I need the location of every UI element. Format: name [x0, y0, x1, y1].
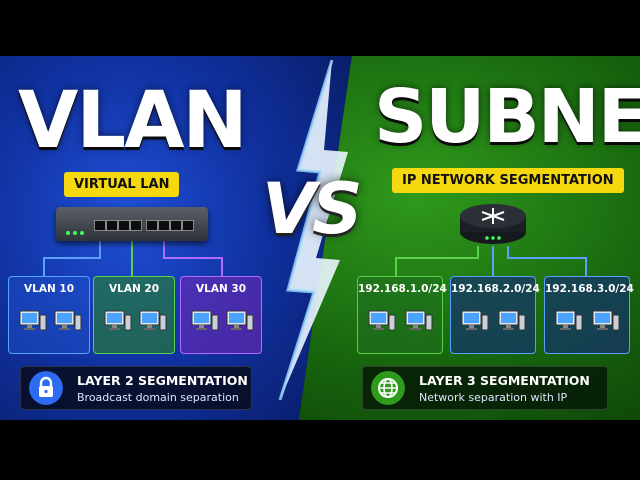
vlan-box-20: VLAN 20	[93, 276, 175, 354]
layer2-info-panel: LAYER 2 SEGMENTATION Broadcast domain se…	[20, 366, 252, 410]
computer-icon	[104, 310, 132, 331]
computer-icon	[592, 310, 620, 331]
vlan10-link	[43, 241, 101, 276]
bottom-letterbox	[0, 420, 640, 480]
layer2-title: LAYER 2 SEGMENTATION	[77, 373, 248, 388]
network-switch-icon	[56, 207, 208, 241]
subnet-box-label: 192.168.1.0/24	[358, 283, 447, 295]
computer-icon	[139, 310, 167, 331]
computer-icon	[226, 310, 254, 331]
vlan-box-label: VLAN 30	[196, 283, 246, 295]
lightning-bolt-icon	[278, 60, 348, 400]
lock-icon	[29, 371, 63, 405]
computer-icon	[19, 310, 47, 331]
subnet-title: SUBNET	[374, 74, 640, 160]
computer-icon	[555, 310, 583, 331]
layer3-subtitle: Network separation with IP	[419, 391, 568, 404]
subnet-box-2: 192.168.2.0/24	[450, 276, 540, 354]
layer2-subtitle: Broadcast domain separation	[77, 391, 239, 404]
computer-icon	[405, 310, 433, 331]
subnet-subtitle-tag: IP NETWORK SEGMENTATION	[392, 168, 624, 193]
computer-icon	[498, 310, 526, 331]
computer-icon	[461, 310, 489, 331]
subnet-box-3: 192.168.3.0/24	[544, 276, 634, 354]
router-icon	[460, 204, 526, 244]
subnet-box-1: 192.168.1.0/24	[357, 276, 447, 354]
vlan30-link	[163, 241, 223, 276]
top-letterbox	[0, 0, 640, 56]
computer-icon	[54, 310, 82, 331]
vlan-box-label: VLAN 20	[109, 283, 159, 295]
vlan-title: VLAN	[18, 76, 248, 166]
vs-text: VS	[262, 168, 363, 250]
subnet1-link	[395, 246, 479, 276]
subnet3-link	[507, 246, 587, 276]
subnet-box-label: 192.168.3.0/24	[545, 283, 634, 295]
computer-icon	[191, 310, 219, 331]
layer3-title: LAYER 3 SEGMENTATION	[419, 373, 590, 388]
layer3-info-panel: LAYER 3 SEGMENTATION Network separation …	[362, 366, 608, 410]
vlan-box-10: VLAN 10	[8, 276, 90, 354]
vlan-box-30: VLAN 30	[180, 276, 262, 354]
globe-icon	[371, 371, 405, 405]
computer-icon	[368, 310, 396, 331]
vlan-box-label: VLAN 10	[24, 283, 74, 295]
subnet-box-label: 192.168.2.0/24	[451, 283, 540, 295]
vlan-subtitle-tag: VIRTUAL LAN	[64, 172, 180, 197]
